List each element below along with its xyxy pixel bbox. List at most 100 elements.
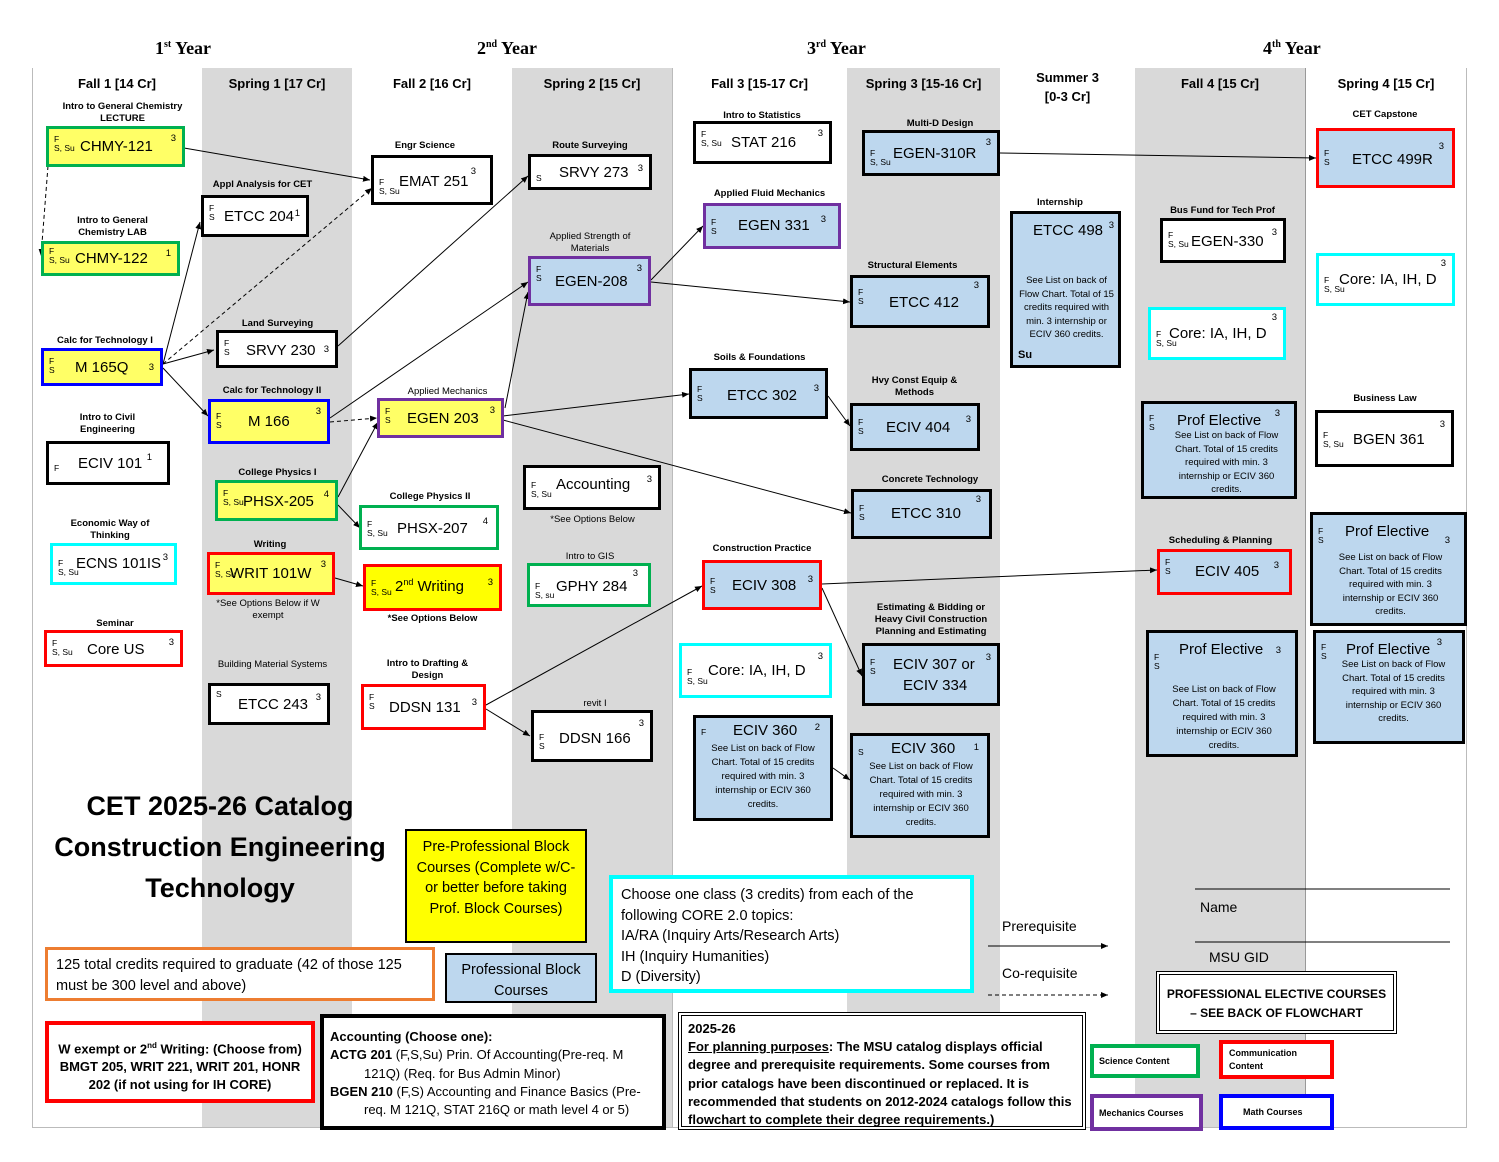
planning-year: 2025-26	[688, 1021, 736, 1036]
course-title: EGEN 203	[407, 410, 479, 427]
course-title: M 166	[248, 413, 290, 430]
course-title: Core US	[87, 641, 145, 658]
credit-count: 3	[323, 344, 329, 355]
course-title: Prof Elective	[1346, 641, 1431, 658]
credit-count: 3	[646, 474, 652, 485]
course-eciv307-or-334[interactable]: F S ECIV 307 or ECIV 334 3	[862, 643, 1000, 706]
credit-count: 3	[1271, 312, 1277, 323]
semester-offered: F S, Su	[54, 134, 75, 153]
course-accounting[interactable]: F S, Su Accounting 3	[523, 465, 661, 510]
course-bgen361[interactable]: F S, Su BGEN 361 3	[1315, 410, 1454, 467]
course-etcc310[interactable]: F S ETCC 310 3	[851, 489, 992, 539]
credit-count: 3	[315, 692, 321, 703]
legend-mechanics-courses: Mechanics Courses	[1090, 1094, 1203, 1131]
course-stat216[interactable]: F S, Su STAT 216 3	[693, 121, 832, 164]
course-title: DDSN 166	[559, 730, 631, 747]
course-title: WRIT 101W	[230, 565, 312, 582]
course-ddsn131[interactable]: F S DDSN 131 3	[361, 684, 486, 730]
credit-count: 4	[323, 489, 329, 500]
course-phsx205[interactable]: F S, Su PHSX-205 4	[215, 480, 338, 521]
course-core-fall4[interactable]: F S, Su Core: IA, IH, D 3	[1148, 307, 1286, 360]
course-etcc412[interactable]: F S ETCC 412 3	[850, 275, 990, 328]
course-title: Accounting	[556, 476, 631, 493]
course-phsx207[interactable]: F S, Su PHSX-207 4	[359, 505, 499, 550]
legend-corequisite-label: Co-requisite	[1002, 965, 1078, 981]
course-description: See List on back of Flow Chart. Total of…	[1019, 275, 1114, 340]
course-second-writing[interactable]: F S, Su 2nd Writing 3	[363, 564, 502, 611]
course-prof-elective-fall4-a[interactable]: F S Prof Elective 3 See List on back of …	[1141, 401, 1297, 499]
label-intro-civil: Intro to Civil Engineering	[79, 412, 136, 435]
course-eciv101[interactable]: F ECIV 101 1	[46, 441, 170, 485]
core-choice-line-2: following CORE 2.0 topics:	[621, 907, 794, 924]
course-prof-elective-spring4-a[interactable]: F S Prof Elective 3 See List on back of …	[1310, 512, 1467, 626]
course-chmy122[interactable]: F S, Su CHMY-122 1	[41, 241, 180, 276]
credit-count: 3	[636, 263, 642, 274]
course-core-spring4[interactable]: F S, Su Core: IA, IH, D 3	[1316, 253, 1455, 306]
course-eciv404[interactable]: F S ECIV 404 3	[850, 403, 980, 451]
course-etcc243[interactable]: S ETCC 243 3	[208, 683, 330, 725]
course-egen310r[interactable]: F S, Su EGEN-310R 3	[862, 130, 1000, 176]
course-m165q[interactable]: F S M 165Q 3	[41, 348, 163, 386]
course-title-alt: ECIV 334	[903, 677, 968, 694]
core-choice-line-4: IH (Inquiry Humanities)	[621, 948, 770, 965]
course-srvy273[interactable]: S SRVY 273 3	[528, 154, 652, 190]
label-revit: revit I	[583, 698, 607, 709]
course-core-us[interactable]: F S, Su Core US 3	[44, 630, 183, 667]
course-eciv360-fall3[interactable]: F ECIV 360 2 See List on back of Flow Ch…	[693, 715, 833, 821]
semester-offered: F S	[385, 406, 391, 425]
legend-science-label: Science Content	[1099, 1056, 1170, 1066]
label-applied-fluid: Applied Fluid Mechanics	[713, 188, 826, 199]
course-title: ECIV 405	[1195, 563, 1260, 580]
course-eciv360-spring3[interactable]: S ECIV 360 1 See List on back of Flow Ch…	[850, 733, 990, 838]
course-srvy230[interactable]: F S SRVY 230 3	[216, 330, 338, 368]
legend-mechanics-label: Mechanics Courses	[1099, 1108, 1184, 1118]
course-title: ETCC 412	[889, 294, 960, 311]
course-title: EGEN 331	[738, 217, 810, 234]
course-etcc204[interactable]: F S ETCC 204 1	[201, 195, 309, 237]
course-core-fall3[interactable]: F S, Su Core: IA, IH, D 3	[679, 643, 832, 698]
credit-count: 3	[817, 651, 823, 662]
course-title: ECIV 404	[886, 419, 951, 436]
course-title: SRVY 273	[559, 164, 629, 181]
professional-block-text: Professional Block Courses	[461, 962, 581, 999]
arrow-egen208-egen331	[650, 225, 704, 281]
course-prof-elective-fall4-b[interactable]: F S Prof Elective 3 See List on back of …	[1146, 630, 1298, 757]
course-eciv308[interactable]: F S ECIV 308 3	[702, 560, 822, 610]
arrow-eciv360a-eciv360b	[832, 767, 851, 781]
course-eciv405[interactable]: F S ECIV 405 3	[1157, 549, 1292, 595]
course-etcc302[interactable]: F S ETCC 302 3	[689, 368, 828, 419]
course-ecns101is[interactable]: F S, Su ECNS 101IS 3	[50, 543, 177, 585]
course-title: Core: IA, IH, D	[1169, 325, 1267, 342]
course-egen208[interactable]: F S EGEN-208 3	[528, 256, 651, 306]
course-writ101w[interactable]: F S, Su WRIT 101W 3	[207, 552, 335, 595]
course-description: See List on back of Flow Chart. Total of…	[869, 761, 973, 828]
arrow-eciv308-eciv307	[821, 587, 863, 677]
arrow-ddsn131-ddsn166	[485, 708, 531, 737]
course-egen330[interactable]: F S, Su EGEN-330 3	[1160, 218, 1286, 263]
course-etcc498[interactable]: ETCC 498 3 See List on back of Flow Char…	[1010, 211, 1121, 368]
course-egen331[interactable]: F S EGEN 331 3	[703, 203, 841, 249]
course-m166[interactable]: F S M 166 3	[208, 399, 330, 444]
label-engr-science: Engr Science	[394, 140, 456, 151]
course-description: See List on back of Flow Chart. Total of…	[711, 743, 815, 810]
page-title-line-3: Technology	[145, 873, 295, 903]
course-title: M 165Q	[75, 359, 129, 376]
course-emat251[interactable]: F S, Su EMAT 251 3	[371, 155, 493, 205]
semester-offered: F S	[859, 503, 865, 522]
course-title: ETCC 310	[891, 505, 962, 522]
credit-count: 3	[817, 128, 823, 139]
planning-text: 2025-26 For planning purposes: The MSU c…	[688, 1020, 1073, 1129]
course-gphy284[interactable]: F S, su GPHY 284 3	[527, 563, 651, 607]
course-chmy121[interactable]: F S, Su CHMY-121 3	[46, 126, 185, 167]
credit-count: 3	[487, 577, 493, 588]
course-egen203[interactable]: F S EGEN 203 3	[377, 398, 504, 438]
course-prof-elective-spring4-b[interactable]: F S Prof Elective 3 See List on back of …	[1313, 630, 1465, 744]
course-etcc499r[interactable]: F S ETCC 499R 3	[1316, 128, 1455, 188]
label-calc2: Calc for Technology II	[222, 385, 322, 396]
credit-count: 3	[471, 697, 477, 708]
credit-count: 3	[170, 133, 176, 144]
semester-offered: F S	[1321, 642, 1327, 661]
arrow-m165q-etcc204	[162, 221, 202, 365]
label-business-law: Business Law	[1353, 393, 1417, 404]
course-ddsn166[interactable]: F S DDSN 166 3	[531, 710, 653, 762]
